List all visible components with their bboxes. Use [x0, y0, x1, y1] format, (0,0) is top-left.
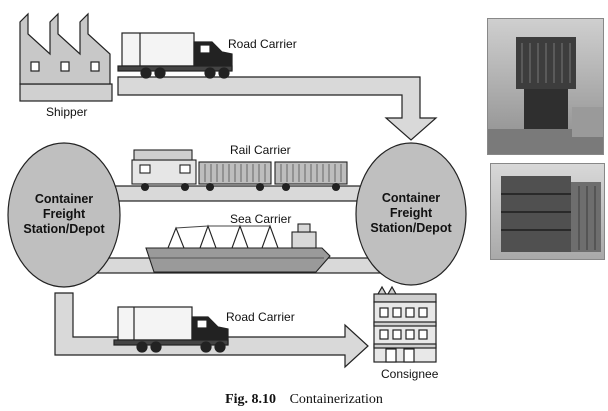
bottom-road-flow-arrow: [54, 292, 369, 369]
left-station-label: Container Freight Station/Depot: [8, 192, 120, 237]
consignee-label: Consignee: [381, 367, 439, 381]
road-carrier-top-label: Road Carrier: [228, 37, 297, 51]
building-icon: [373, 285, 437, 363]
sea-carrier-label: Sea Carrier: [230, 212, 292, 226]
train-icon: [131, 149, 348, 192]
left-station-line-2: Freight: [42, 207, 86, 221]
rail-carrier-label: Rail Carrier: [230, 143, 291, 157]
road-carrier-bottom-label: Road Carrier: [226, 310, 295, 324]
figure-number: Fig. 8.10: [225, 392, 277, 407]
factory-icon: [19, 12, 113, 102]
right-station-label: Container Freight Station/Depot: [356, 191, 466, 236]
right-station-ellipse: [355, 142, 467, 286]
right-station-line-3: Station/Depot: [370, 221, 452, 235]
left-station-line-1: Container: [34, 192, 94, 206]
left-station-ellipse: [7, 142, 121, 288]
left-station-line-3: Station/Depot: [23, 222, 105, 236]
figure-title: Containerization: [289, 392, 383, 407]
shipper-label: Shipper: [46, 105, 88, 119]
right-station-line-1: Container: [381, 191, 441, 205]
container-photo: [487, 18, 604, 155]
truck-icon: [117, 32, 233, 79]
right-station-line-2: Freight: [389, 206, 433, 220]
figure-caption: Fig. 8.10 Containerization: [0, 392, 608, 408]
ship-icon: [145, 223, 331, 273]
truck-icon: [113, 306, 229, 353]
container-stack-photo: [490, 163, 605, 260]
top-road-flow-arrow: [117, 76, 438, 141]
